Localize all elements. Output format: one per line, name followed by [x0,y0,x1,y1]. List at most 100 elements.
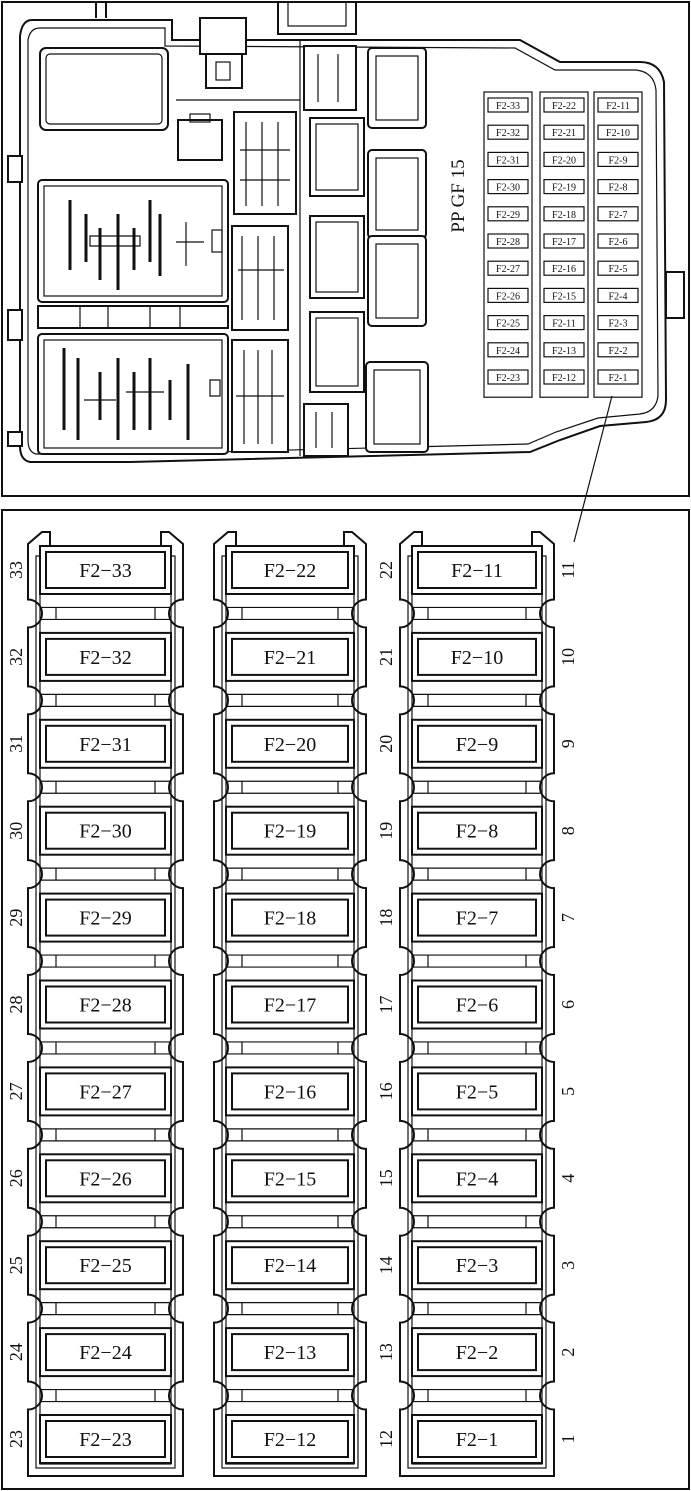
mini-fuse-label: F2-10 [606,128,630,139]
fuse-label-box [417,637,537,676]
mini-fuse [487,369,529,385]
mini-fuse-label: F2-23 [496,373,520,384]
fuse-label-box [45,985,166,1024]
mini-fuse [597,315,639,331]
fuse-label-box [231,1072,349,1111]
mini-fuse-label: F2-1 [609,373,628,384]
mini-fuse [543,124,585,140]
fuse-label: F2−29 [79,908,131,930]
fuse-label-box [417,898,537,937]
fuse-label: F2−2 [456,1342,498,1364]
fuse-label-box [45,637,166,676]
position-number: 21 [376,648,396,666]
mini-fuse-label: F2-8 [609,183,628,194]
mini-fuse [543,369,585,385]
mini-fuse [597,206,639,222]
fuse-label-box [231,551,349,589]
mini-fuse [597,124,639,140]
mini-fuse [487,179,529,195]
mini-fuse-label: F2-5 [609,264,628,275]
fuse-label: F2−11 [451,560,503,582]
mini-fuse-label: F2-32 [496,128,520,139]
position-number: 18 [376,909,396,927]
mini-fuse [487,260,529,276]
mini-fuse-label: F2-22 [552,101,576,112]
fuse-label-box [45,1420,166,1458]
leader-line [573,395,613,543]
fuse-label: F2−22 [264,560,316,582]
fuse-label-box [231,724,349,763]
fuse-label-box [417,1072,537,1111]
mini-fuse [543,315,585,331]
fuse-label-box [45,1072,166,1111]
fuse-label: F2−9 [456,734,498,756]
fuse-label-box [231,811,349,850]
fuse-label-box [231,985,349,1024]
mini-fuse [597,179,639,195]
position-number: 27 [6,1082,26,1100]
position-number: 24 [6,1343,26,1361]
position-number: 31 [6,735,26,753]
fuse-label: F2−13 [264,1342,316,1364]
mini-fuse-label: F2-33 [496,101,520,112]
fuse-label: F2−20 [264,734,316,756]
fuse-label: F2−7 [456,908,498,930]
fuse-label: F2−19 [264,821,316,843]
mini-fuse-label: F2-3 [609,319,628,330]
mini-fuse-column [483,91,533,398]
mini-fuse-label: F2-26 [496,291,520,302]
fuse-label: F2−31 [79,734,131,756]
position-number: 7 [558,913,578,922]
fuse-label: F2−17 [264,995,316,1017]
position-number: 11 [558,561,578,578]
fuse-label-box [417,1246,537,1285]
fuse-label: F2−3 [456,1255,498,1277]
fuse-label-box [231,1246,349,1285]
position-number: 32 [6,648,26,666]
fuse-label-box [417,551,537,589]
mini-fuse [487,342,529,358]
mini-fuse-label: F2-27 [496,264,520,275]
fuse-label: F2−25 [79,1255,131,1277]
position-number: 1 [558,1435,578,1444]
mini-fuse-array: F2-33F2-32F2-31F2-30F2-29F2-28F2-27F2-26… [483,91,643,398]
fuse-label: F2−33 [79,560,131,582]
mini-fuse-label: F2-21 [552,128,576,139]
mini-fuse [487,287,529,303]
mini-fuse-label: F2-28 [496,237,520,248]
mini-fuse [597,151,639,167]
fuse-label-box [45,551,166,589]
mini-fuse [597,260,639,276]
fuse-label: F2−27 [79,1081,131,1103]
mini-fuse [487,124,529,140]
fuse-label-box [231,1420,349,1458]
fuse-label-box [417,1159,537,1198]
mini-fuse-label: F2-31 [496,155,520,166]
fuse-label-box [45,1246,166,1285]
detail-panel: F2−3333F2−3232F2−3131F2−3030F2−2929F2−28… [1,509,690,1490]
mini-fuse [543,151,585,167]
mini-fuse-column [539,91,589,398]
mini-fuse-label: F2-6 [609,237,628,248]
position-number: 26 [6,1169,26,1187]
position-number: 8 [558,826,578,835]
fuse-label-box [231,637,349,676]
fuse-label-box [231,1159,349,1198]
fuse-label: F2−14 [264,1255,316,1277]
fuse-label: F2−1 [456,1429,498,1451]
fuse-label-box [231,1333,349,1372]
mini-fuse [543,287,585,303]
mini-fuse [487,97,529,113]
position-number: 6 [558,1000,578,1009]
position-number: 9 [558,739,578,748]
mini-fuse-column [593,91,643,398]
fuse-label: F2−10 [451,647,503,669]
position-number: 29 [6,909,26,927]
fuse-label: F2−8 [456,821,498,843]
fuse-label: F2−26 [79,1168,131,1190]
mini-fuse-label: F2-20 [552,155,576,166]
position-number: 4 [558,1174,578,1183]
position-number: 12 [376,1430,396,1448]
